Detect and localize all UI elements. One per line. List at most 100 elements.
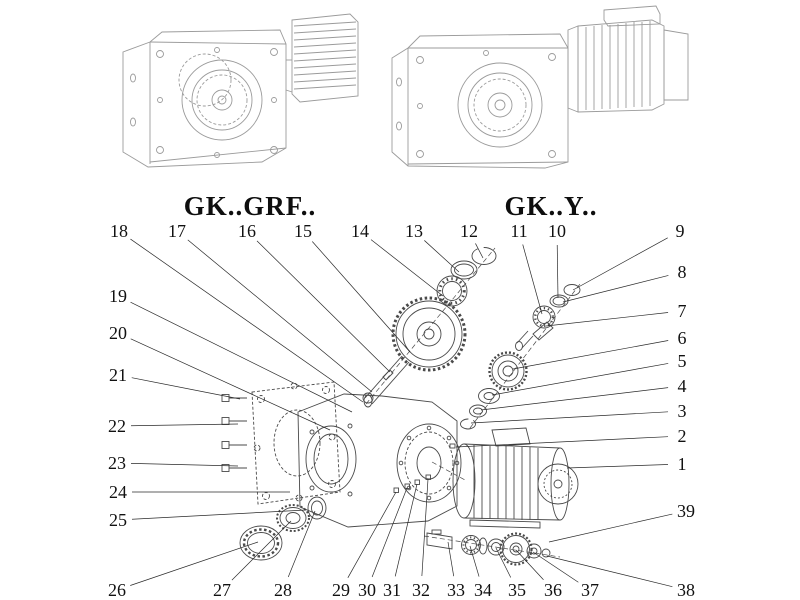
callout-leader-21 [131,377,241,400]
callout-label-29: 29 [332,580,350,600]
callout-label-21: 21 [109,365,127,385]
callout-label-13: 13 [405,221,423,241]
part-gear-housing [297,392,462,528]
part-washer-5 [478,388,500,404]
callout-label-8: 8 [678,262,687,282]
callout-label-19: 19 [109,286,127,306]
callout-label-38: 38 [677,580,695,600]
motor-foot [469,519,541,529]
callout-label-28: 28 [274,580,292,600]
callout-leader-26 [130,541,259,586]
part-snap-ring-12 [471,247,497,265]
motor-fan-cover [537,463,579,505]
callout-label-3: 3 [678,401,687,421]
variant-title-gk-y: GK..Y.. [504,191,597,221]
part-output-bearing-set [239,496,327,561]
callout-label-2: 2 [678,426,687,446]
part-ring-3 [460,418,476,430]
motor-terminal-box [491,427,531,447]
part-ring-10 [549,294,569,308]
callout-label-37: 37 [581,580,599,600]
part-motor [449,427,579,529]
callout-leader-25 [131,509,307,520]
callout-leader-32 [421,478,429,577]
variant-title-gk-grf: GK..GRF.. [184,191,317,221]
callout-leader-37 [532,551,579,583]
part-flange-plate [251,381,341,505]
callout-label-12: 12 [460,221,478,241]
callout-leader-18 [130,238,364,403]
gky-output-bore [457,62,543,148]
callout-leader-22 [130,423,239,427]
callout-leader-5 [491,363,669,396]
callout-leader-39 [548,513,673,543]
callout-label-14: 14 [351,221,369,241]
callout-leader-10 [556,244,559,299]
gkgrf-internal-gear-hidden [178,53,232,107]
callout-label-35: 35 [508,580,526,600]
callout-label-7: 7 [678,301,687,321]
callout-leader-38 [546,555,673,588]
callout-leader-11 [522,244,543,315]
drawing-gk-y [391,5,689,169]
part-pinion-shaft [515,321,554,351]
callout-leader-16 [256,240,391,373]
gkgrf-output-bore [181,59,263,141]
part-main-gear [391,296,467,372]
callout-label-4: 4 [678,376,687,396]
callout-label-31: 31 [383,580,401,600]
callout-leader-4 [480,387,669,411]
callout-label-6: 6 [678,328,687,348]
callout-leader-3 [470,411,669,424]
callout-leader-12 [475,243,484,259]
callout-label-10: 10 [548,221,566,241]
motor-stud [449,443,456,449]
callout-leader-29 [347,491,397,578]
callout-leader-36 [515,549,544,580]
callout-leader-23 [130,462,239,467]
callout-leader-2 [455,436,669,448]
callout-label-5: 5 [678,351,687,371]
callout-leader-17 [187,239,373,393]
gkgrf-finned-cover [285,13,359,103]
part-flange-bolts [221,394,247,472]
callout-leader-1 [566,464,669,469]
callout-leader-6 [512,340,669,370]
callout-leader-7 [545,312,669,327]
callout-leader-15 [312,241,411,353]
callout-leader-13 [424,240,460,273]
callout-label-33: 33 [447,580,465,600]
part-ring-13 [450,260,478,280]
callout-leader-30 [371,487,408,578]
callout-leader-28 [287,510,316,578]
callout-leader-27 [231,520,292,581]
part-shaft-key [382,369,394,381]
drawing-gk-grf [122,13,359,168]
callout-label-24: 24 [109,482,127,502]
callout-label-34: 34 [474,580,492,600]
part-gear-6 [488,351,528,391]
callout-leader-14 [370,239,444,297]
callout-leader-34 [469,545,480,577]
part-nut-4 [469,404,487,418]
gkgrf-housing-outline [122,29,287,168]
callout-label-1: 1 [678,454,687,474]
gky-motor [567,5,689,113]
callout-label-39: 39 [677,501,695,521]
callout-label-16: 16 [238,221,256,241]
callout-leader-35 [495,547,512,578]
callout-leader-33 [447,541,455,577]
exploded-view [221,247,581,566]
callout-label-30: 30 [358,580,376,600]
part-bearing-14 [436,275,468,307]
part-bearing-11 [532,305,556,329]
part-output-shaft-assembly [426,529,551,566]
housing-oil-plug [362,392,374,404]
part-ring-9 [563,284,581,296]
callout-label-36: 36 [544,580,562,600]
callout-label-11: 11 [510,221,527,241]
callout-leader-31 [394,483,418,577]
callouts-layer: 1234567891011121314151617181920212223242… [108,221,695,600]
gky-terminal-box [603,5,661,27]
